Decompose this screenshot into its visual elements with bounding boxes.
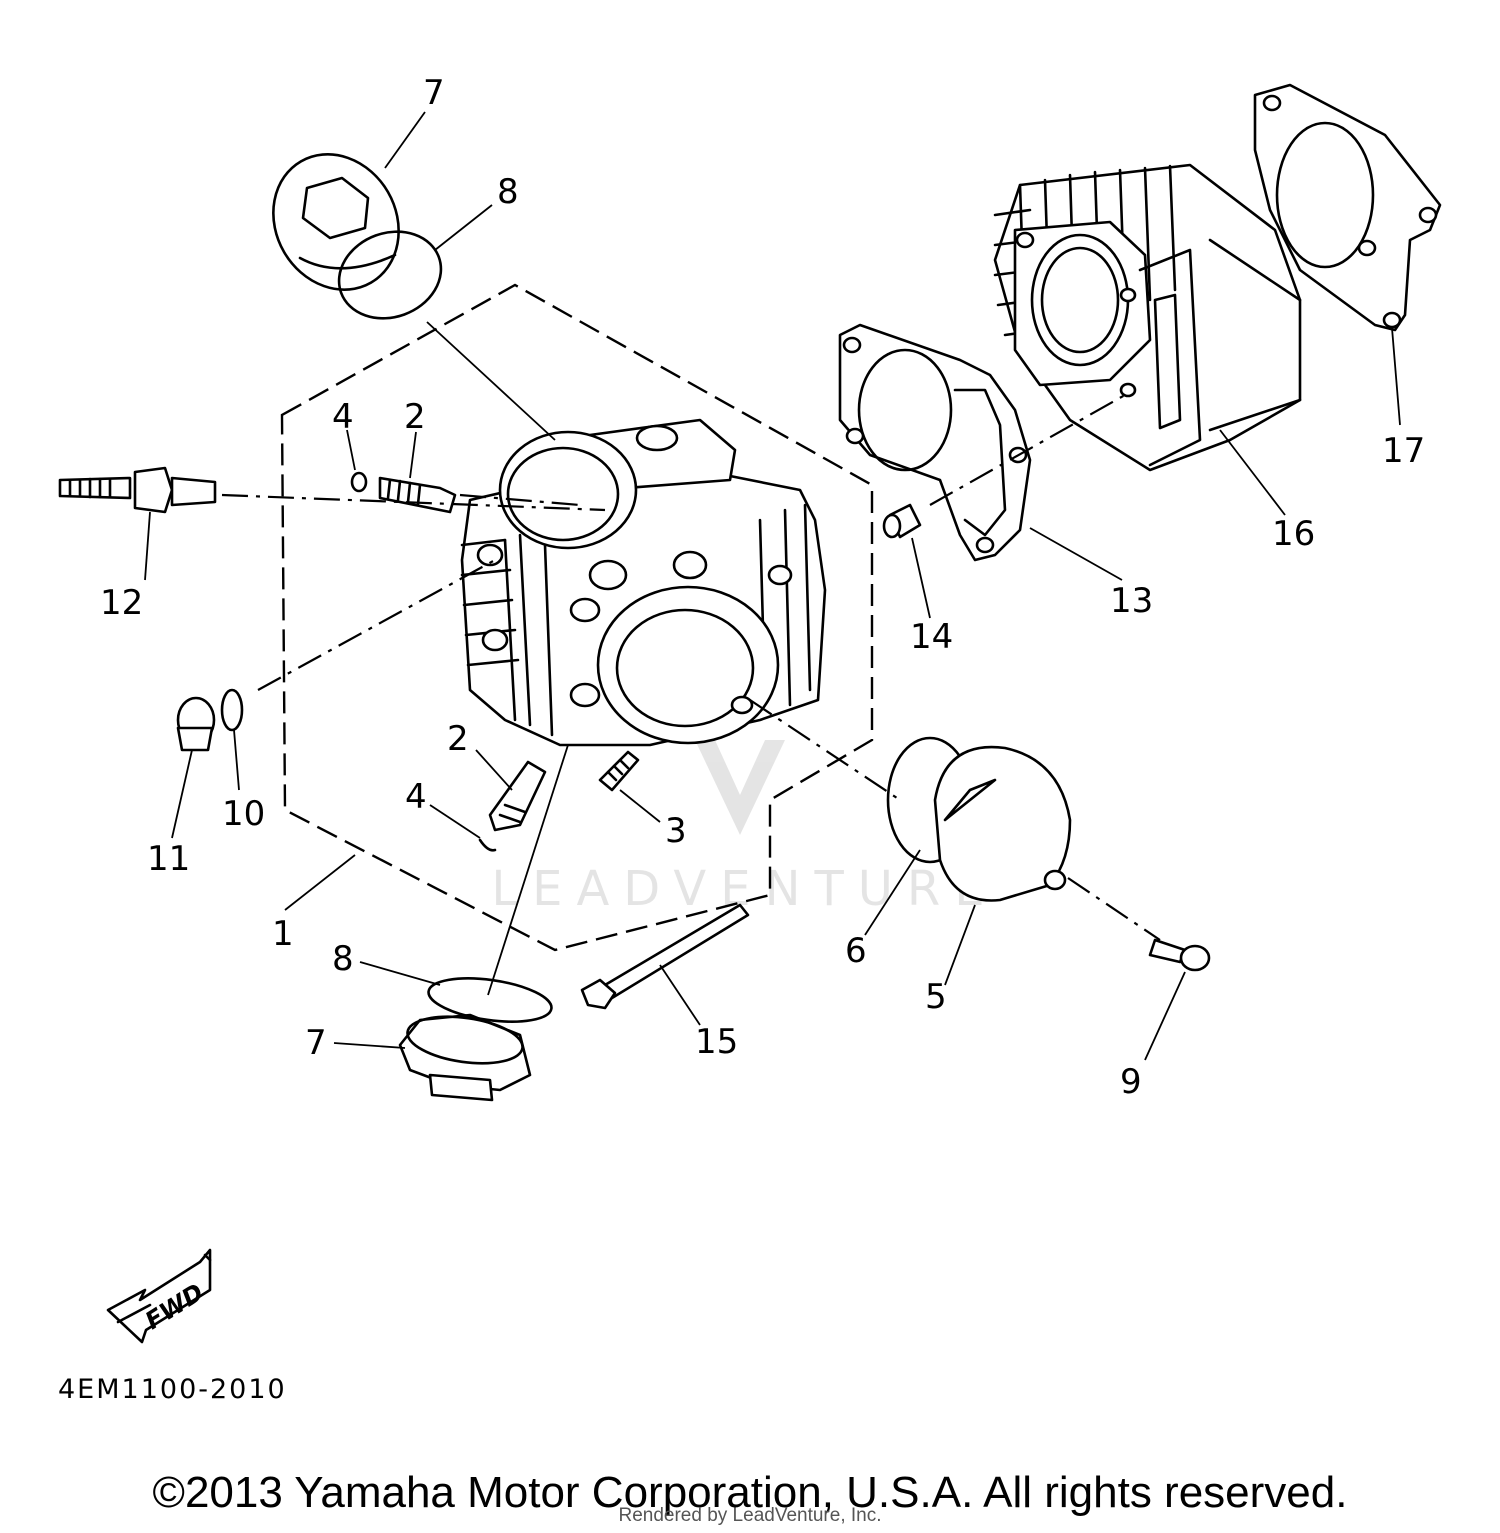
rendered-by-notice: Rendered by LeadVenture, Inc.	[618, 1505, 882, 1526]
callouts: 1 2 2 3 4 4 5 6 7 7 8 8 9 10 11 12 13 14…	[100, 73, 1425, 1102]
long-bolt[interactable]	[580, 903, 750, 1010]
diagram-code: 4EM1100-2010	[58, 1374, 287, 1405]
fwd-arrow-icon: FWD	[106, 1248, 212, 1344]
callout-5: 5	[925, 977, 947, 1017]
callout-3: 3	[665, 811, 687, 851]
callout-17: 17	[1382, 431, 1425, 471]
callout-7-bottom: 7	[305, 1023, 327, 1063]
callout-7-top: 7	[423, 73, 445, 113]
cylinder[interactable]	[993, 163, 1302, 472]
cap-bottom[interactable]	[398, 1010, 532, 1102]
callout-8-bottom: 8	[332, 939, 354, 979]
callout-4-upper: 4	[332, 397, 354, 437]
callout-6: 6	[845, 931, 867, 971]
callout-11: 11	[147, 839, 190, 879]
callout-2-upper: 2	[404, 397, 426, 437]
callout-16: 16	[1272, 514, 1315, 554]
stud-bolt-lower[interactable]	[488, 760, 547, 832]
callout-1: 1	[272, 914, 294, 954]
callout-12: 12	[100, 583, 143, 623]
head-gasket[interactable]	[838, 323, 1032, 562]
cap-top[interactable]	[249, 131, 423, 312]
side-cover[interactable]	[933, 745, 1072, 902]
washer[interactable]	[220, 688, 244, 732]
pin-lower[interactable]	[478, 838, 497, 852]
pin-upper[interactable]	[350, 471, 368, 493]
drain-bolt[interactable]	[176, 696, 216, 752]
callout-14: 14	[910, 617, 953, 657]
stud-3[interactable]	[598, 750, 640, 792]
callout-13: 13	[1110, 581, 1153, 621]
callout-10: 10	[222, 794, 265, 834]
alignment-lines	[221, 394, 1161, 941]
leader-lines	[144, 111, 1401, 1061]
callout-15: 15	[695, 1022, 738, 1062]
callout-9: 9	[1120, 1062, 1142, 1102]
callout-4-lower: 4	[405, 777, 427, 817]
callout-8-top: 8	[497, 172, 519, 212]
stud-bolt-upper[interactable]	[378, 476, 457, 514]
cover-bolt[interactable]	[1148, 938, 1211, 972]
spark-plug[interactable]	[58, 466, 217, 514]
watermark-text: LEADVENTURE	[491, 861, 998, 917]
callout-2-lower: 2	[447, 719, 469, 759]
cylinder-head[interactable]	[460, 418, 827, 747]
copyright-notice: ©2013 Yamaha Motor Corporation, U.S.A. A…	[152, 1468, 1348, 1517]
cylinder-head-assembly-outline	[280, 283, 874, 952]
dowel-pin[interactable]	[882, 503, 922, 539]
o-ring-top[interactable]	[327, 218, 453, 333]
cylinder-gasket[interactable]	[1253, 83, 1442, 332]
